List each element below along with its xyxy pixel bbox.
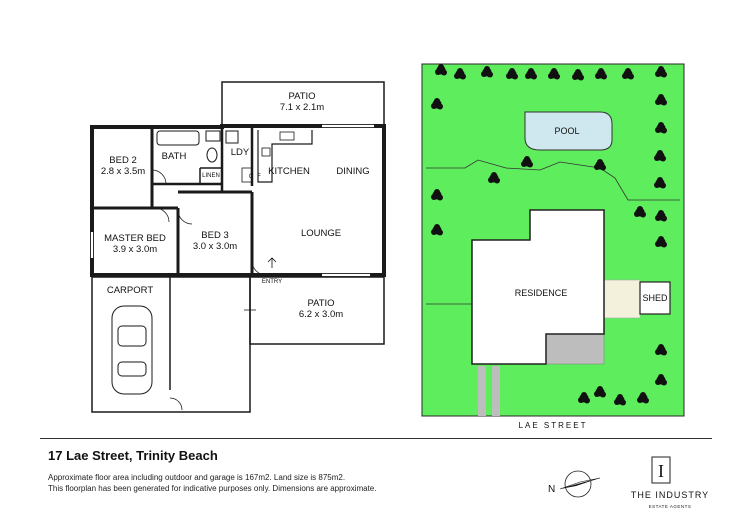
bathtub-icon: [156, 130, 200, 146]
tree-icon: [655, 94, 667, 106]
cupboard-icon: [241, 167, 253, 183]
driveway-slab: [545, 333, 605, 365]
disclaimer-note: This floorplan has been generated for in…: [48, 484, 377, 493]
tree-icon: [654, 150, 666, 162]
room-name-patio-rear: PATIO: [288, 91, 315, 102]
tree-icon: [454, 68, 466, 80]
room-name-bath: BATH: [162, 151, 187, 162]
room-name-linen: LINEN: [202, 173, 220, 179]
pool-label: POOL: [554, 126, 579, 136]
compass-icon: N: [548, 470, 601, 498]
agency-tagline: ESTATE AGENTS: [648, 504, 692, 509]
tree-icon: [655, 236, 667, 248]
toilet-icon: [206, 147, 218, 163]
driveway-strip: [492, 366, 500, 416]
laundry-tub-icon: [225, 130, 239, 144]
room-name-bed2: BED 2: [109, 155, 136, 166]
floor-area-note: Approximate floor area including outdoor…: [48, 473, 346, 482]
sink-icon: [279, 131, 295, 141]
tree-icon: [637, 392, 649, 404]
fixture-label-cupboard: C: [249, 174, 254, 180]
tree-icon: [654, 177, 666, 189]
door-swing-icon: [177, 209, 193, 225]
door-swing-icon: [169, 397, 183, 411]
fixture-label-fridge: F: [257, 174, 261, 180]
tree-icon: [548, 68, 560, 80]
room-dims-patio-rear: 7.1 x 2.1m: [280, 102, 324, 113]
room-dims-master: 3.9 x 3.0m: [113, 244, 157, 255]
tree-icon: [655, 66, 667, 78]
room-name-dining: DINING: [336, 166, 369, 177]
tree-icon: [506, 68, 518, 80]
tree-icon: [634, 206, 646, 218]
house-outer-wall: [90, 124, 386, 277]
paving: [603, 279, 641, 319]
room-name-kitchen: KITCHEN: [268, 166, 310, 177]
door-swing-icon: [154, 207, 170, 223]
entry-arrow-icon: [267, 257, 277, 268]
tree-icon: [488, 172, 500, 184]
shed-footprint: [639, 281, 671, 315]
tree-icon: [521, 156, 533, 168]
agency-name: THE INDUSTRY: [630, 490, 710, 500]
tree-icon: [431, 224, 443, 236]
floor-plan: [90, 81, 386, 413]
room-dims-patio-front: 6.2 x 3.0m: [299, 309, 343, 320]
tree-icon: [481, 66, 493, 78]
tree-icon: [622, 68, 634, 80]
door-swing-icon: [151, 169, 167, 185]
tree-icon: [435, 64, 447, 76]
site-plan: POOL RESIDENCE SHED LAE STREET: [421, 63, 685, 430]
tree-icon: [655, 344, 667, 356]
driveway-strip: [478, 366, 486, 416]
room-dims-bed3: 3.0 x 3.0m: [193, 241, 237, 252]
tree-icon: [614, 394, 626, 406]
room-name-lounge: LOUNGE: [301, 228, 341, 239]
tree-icon: [431, 98, 443, 110]
tree-icon: [594, 386, 606, 398]
room-dims-bed2: 2.8 x 3.5m: [101, 166, 145, 177]
footer-divider: [40, 438, 712, 439]
property-address: 17 Lae Street, Trinity Beach: [48, 448, 218, 463]
room-name-carport: CARPORT: [107, 285, 153, 296]
tree-icon: [655, 374, 667, 386]
plan-labels: PATIO 7.1 x 2.1m BED 2 2.8 x 3.5m BATH L…: [101, 91, 370, 320]
tree-icon: [594, 159, 606, 171]
shed-label: SHED: [642, 293, 668, 303]
pool-shape: [524, 111, 613, 151]
fence-line: [426, 159, 680, 201]
room-name-entry: ENTRY: [262, 279, 282, 285]
cooktop-icon: [261, 147, 271, 157]
tree-icon: [572, 69, 584, 81]
street-label: LAE STREET: [519, 421, 588, 430]
tree-icon: [431, 189, 443, 201]
tree-icon: [595, 68, 607, 80]
car-icon: [111, 305, 153, 395]
tree-icon: [655, 210, 667, 222]
tree-icon: [578, 392, 590, 404]
tree-icon: [525, 68, 537, 80]
vanity-icon: [205, 130, 221, 142]
kitchen-bench: [257, 130, 313, 183]
entry-door-icon: [251, 260, 267, 276]
room-name-ldy: LDY: [231, 147, 250, 158]
residence-label: RESIDENCE: [515, 288, 568, 298]
tree-icon: [655, 122, 667, 134]
trees: [431, 64, 667, 406]
room-name-bed3: BED 3: [201, 230, 228, 241]
room-name-master: MASTER BED: [104, 233, 166, 244]
agency-logo: I: [651, 456, 671, 484]
logo-mark: I: [658, 461, 664, 481]
carport-outline: [91, 276, 251, 413]
room-name-patio-front: PATIO: [307, 298, 334, 309]
residence-footprint: [471, 209, 605, 365]
north-label: N: [548, 484, 555, 495]
